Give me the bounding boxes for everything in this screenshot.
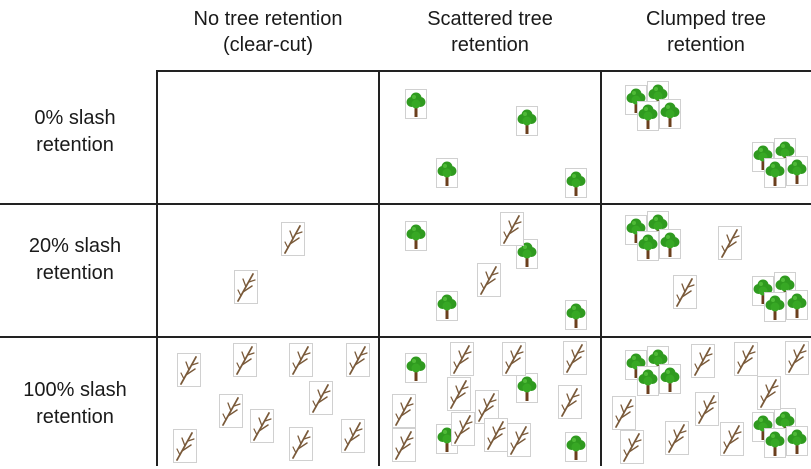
tree-icon: [516, 373, 538, 403]
branch-icon: [673, 275, 697, 309]
branch-icon: [475, 390, 499, 424]
branch-icon: [289, 427, 313, 461]
branch-icon: [450, 342, 474, 376]
branch-icon: [341, 419, 365, 453]
tree-icon: [786, 156, 808, 186]
branch-icon: [177, 353, 201, 387]
branch-icon: [757, 376, 781, 410]
tree-icon: [565, 168, 587, 198]
branch-icon: [219, 394, 243, 428]
branch-icon: [477, 263, 501, 297]
column-header-clumped-tree-retention: Clumped tree retention: [645, 8, 767, 56]
branch-icon: [451, 412, 475, 446]
grid-line-row-1: [0, 203, 811, 205]
tree-icon: [405, 89, 427, 119]
branch-icon: [612, 396, 636, 430]
branch-icon: [695, 392, 719, 426]
branch-icon: [665, 421, 689, 455]
tree-icon: [405, 353, 427, 383]
tree-icon: [786, 426, 808, 456]
branch-icon: [785, 341, 809, 375]
branch-icon: [502, 342, 526, 376]
row-header-20-slash: 20% slash retention: [28, 235, 122, 284]
branch-icon: [691, 344, 715, 378]
tree-icon: [436, 158, 458, 188]
column-header-no-tree-retention: No tree retention (clear-cut): [193, 8, 343, 56]
branch-icon: [289, 343, 313, 377]
tree-icon: [516, 239, 538, 269]
branch-icon: [233, 343, 257, 377]
row-header-100-slash: 100% slash retention: [23, 379, 127, 428]
tree-icon: [659, 99, 681, 129]
branch-icon: [250, 409, 274, 443]
grid-line-top: [157, 70, 811, 72]
branch-icon: [507, 423, 531, 457]
branch-icon: [484, 418, 508, 452]
branch-icon: [392, 428, 416, 462]
branch-icon: [563, 341, 587, 375]
tree-icon: [637, 231, 659, 261]
row-header-0-slash: 0% slash retention: [34, 107, 116, 156]
branch-icon: [173, 429, 197, 463]
branch-icon: [734, 342, 758, 376]
tree-icon: [637, 366, 659, 396]
branch-icon: [392, 394, 416, 428]
grid-line-col-1: [156, 70, 158, 466]
branch-icon: [234, 270, 258, 304]
grid-line-col-3: [600, 70, 602, 466]
tree-icon: [565, 432, 587, 462]
branch-icon: [620, 430, 644, 464]
tree-icon: [659, 229, 681, 259]
tree-icon: [764, 158, 786, 188]
tree-icon: [436, 291, 458, 321]
tree-icon: [659, 364, 681, 394]
branch-icon: [281, 222, 305, 256]
branch-icon: [500, 212, 524, 246]
column-header-scattered-tree-retention: Scattered tree retention: [427, 8, 553, 56]
tree-icon: [786, 290, 808, 320]
tree-icon: [565, 300, 587, 330]
branch-icon: [720, 422, 744, 456]
tree-icon: [764, 428, 786, 458]
branch-icon: [718, 226, 742, 260]
branch-icon: [558, 385, 582, 419]
tree-icon: [637, 101, 659, 131]
branch-icon: [346, 343, 370, 377]
branch-icon: [309, 381, 333, 415]
tree-icon: [764, 292, 786, 322]
tree-icon: [516, 106, 538, 136]
grid-line-row-2: [0, 336, 811, 338]
tree-icon: [405, 221, 427, 251]
grid-line-col-2: [378, 70, 380, 466]
branch-icon: [447, 377, 471, 411]
